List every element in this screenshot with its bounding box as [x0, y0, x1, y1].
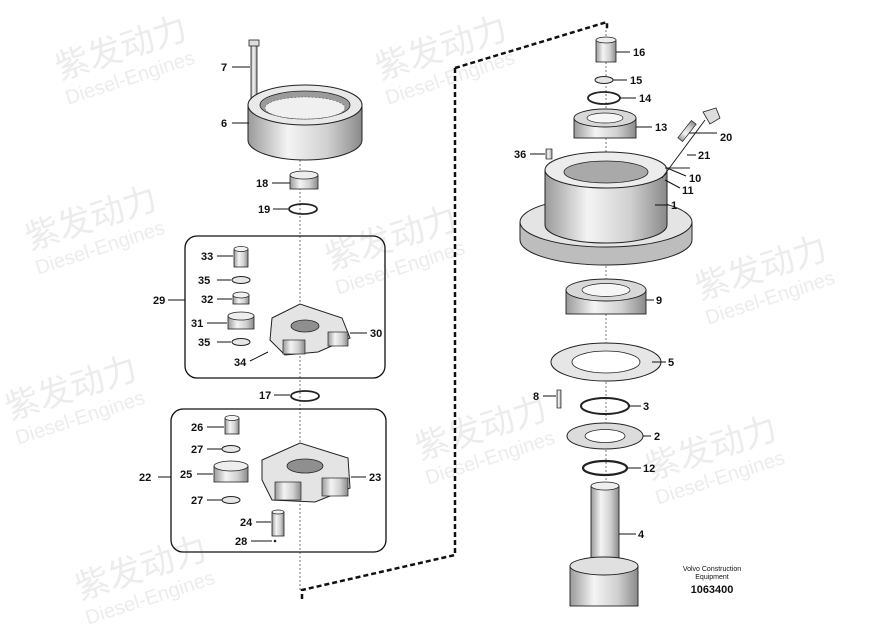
label-part-36: 36 [514, 149, 526, 161]
label-part-31: 31 [191, 318, 203, 330]
title-block: Volvo Construction Equipment 1063400 [683, 566, 741, 596]
part-shaft-24 [271, 509, 285, 537]
label-part-34: 34 [234, 357, 247, 369]
label-part-14: 14 [639, 93, 652, 105]
part-housing-1 [519, 151, 693, 266]
part-number-labels: 7 6 18 19 33 35 32 31 35 34 30 29 17 26 … [139, 47, 732, 548]
leader-lines [158, 51, 717, 542]
part-planet-gear-25 [213, 460, 249, 483]
label-part-21: 21 [698, 150, 710, 162]
label-part-11: 11 [682, 185, 694, 197]
part-washer-35b [231, 338, 251, 346]
label-part-17: 17 [259, 390, 271, 402]
watermark-layer: 紫发动力 Diesel-Engines 紫发动力 Diesel-Engines … [1, 9, 838, 629]
label-part-32: 32 [201, 294, 213, 306]
part-pin-33 [233, 246, 249, 268]
part-bracket-20 [702, 107, 721, 125]
part-washer-27a [221, 445, 241, 453]
part-plug-36 [545, 148, 553, 160]
label-part-12: 12 [643, 463, 655, 475]
label-part-29: 29 [153, 295, 165, 307]
watermark-5: 紫发动力 Diesel-Engines [691, 229, 838, 329]
label-part-27-upper: 27 [191, 444, 203, 456]
label-part-35-upper-1: 35 [198, 275, 210, 287]
label-part-30: 30 [370, 328, 382, 340]
planet-carrier-group-box-upper [184, 235, 386, 379]
part-pinion-18 [289, 170, 319, 190]
part-seal-2 [566, 422, 644, 450]
label-part-3: 3 [643, 401, 649, 413]
watermark-1: 紫发动力 Diesel-Engines [51, 9, 198, 109]
part-ring-19 [288, 203, 318, 215]
label-part-6: 6 [221, 118, 227, 130]
label-part-8: 8 [533, 391, 539, 403]
assembly-dashed-bracket [300, 20, 609, 600]
label-part-22: 22 [139, 472, 151, 484]
part-planet-gear-31 [227, 311, 255, 330]
part-ring-3 [580, 397, 630, 415]
label-part-23: 23 [369, 472, 381, 484]
watermark-3: 紫发动力 Diesel-Engines [21, 179, 168, 279]
part-pin-28 [273, 539, 277, 543]
part-carrier-23 [261, 442, 351, 503]
label-part-2: 2 [654, 431, 660, 443]
label-part-10: 10 [689, 173, 701, 185]
label-part-20: 20 [720, 132, 732, 144]
label-part-27-lower: 27 [191, 495, 203, 507]
part-ring-15 [594, 76, 614, 84]
watermark-7: 紫发动力 Diesel-Engines [411, 389, 558, 489]
label-part-28: 28 [235, 536, 247, 548]
part-ring-plate-5 [550, 342, 662, 382]
label-part-19: 19 [258, 204, 270, 216]
label-part-1: 1 [671, 200, 677, 212]
part-ring-14 [587, 91, 621, 105]
part-sun-gear-16 [595, 36, 617, 63]
watermark-9: 紫发动力 Diesel-Engines [71, 529, 218, 629]
watermark-8: 紫发动力 Diesel-Engines [641, 409, 788, 509]
label-part-25: 25 [180, 469, 192, 481]
company-name-line1: Volvo Construction [683, 566, 741, 573]
part-bearing-13 [573, 108, 637, 139]
part-carrier-30 [269, 303, 351, 356]
watermark-2: 紫发动力 Diesel-Engines [371, 9, 518, 109]
part-hose-21 [661, 119, 706, 179]
watermark-6: 紫发动力 Diesel-Engines [1, 349, 148, 449]
part-ring-gear-6 [247, 84, 363, 161]
part-ring-17 [290, 390, 320, 402]
part-bearing-9 [565, 278, 647, 315]
label-part-13: 13 [655, 122, 667, 134]
label-part-26: 26 [191, 422, 203, 434]
part-washer-27b [221, 496, 241, 504]
part-washer-35a [231, 276, 251, 284]
label-part-35-upper-2: 35 [198, 337, 210, 349]
label-part-15: 15 [630, 75, 642, 87]
label-part-24: 24 [240, 517, 253, 529]
company-name-line2: Equipment [695, 574, 729, 581]
label-part-9: 9 [656, 295, 662, 307]
planet-carrier-group-box-lower [170, 408, 387, 553]
label-part-33: 33 [201, 251, 213, 263]
label-part-4: 4 [638, 529, 645, 541]
label-part-18: 18 [256, 178, 268, 190]
part-pinion-shaft-4 [569, 481, 639, 607]
part-ring-12 [581, 459, 629, 477]
part-bearing-32 [232, 291, 250, 305]
watermark-4: 紫发动力 Diesel-Engines [321, 199, 468, 299]
label-part-5: 5 [668, 357, 674, 369]
label-part-7: 7 [221, 62, 227, 74]
drawing-number: 1063400 [691, 584, 734, 596]
part-bolt-8 [556, 389, 562, 409]
label-part-16: 16 [633, 47, 645, 59]
part-pin-26 [224, 415, 240, 435]
